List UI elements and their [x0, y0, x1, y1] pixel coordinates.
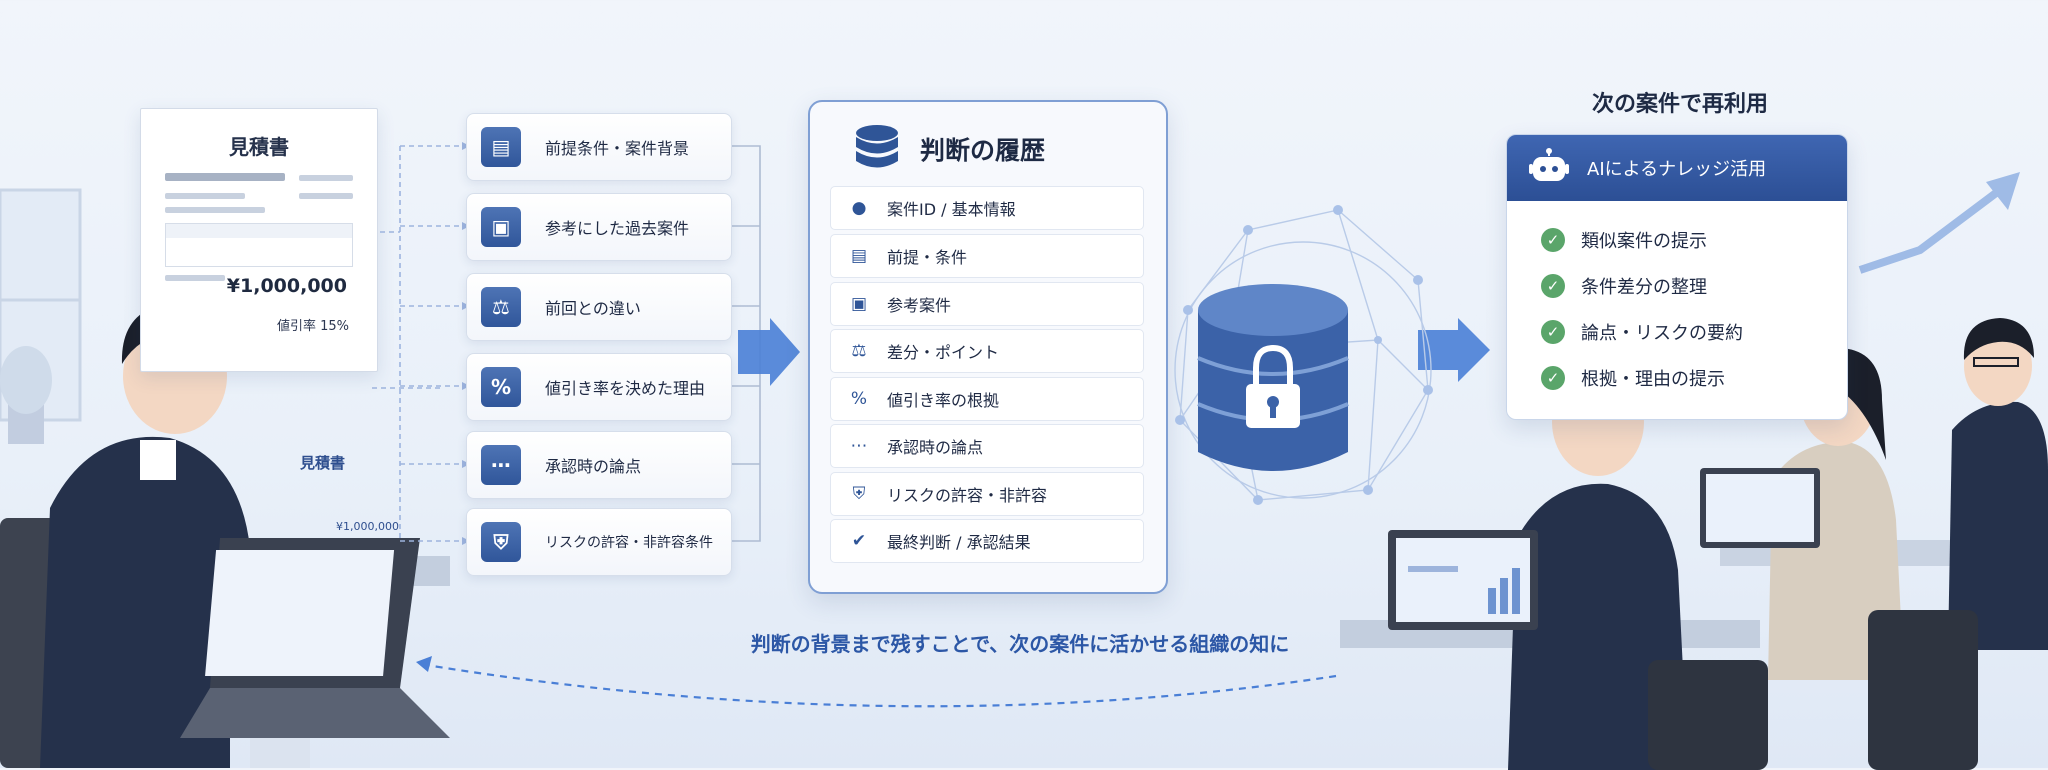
chat-bubble-icon: ⋯ [850, 436, 868, 456]
ai-feature-item: ✓ 類似案件の提示 [1541, 227, 1707, 253]
history-row-label: 案件ID / 基本情報 [887, 200, 1016, 219]
history-header: 判断の履歴 [854, 124, 1045, 174]
decision-history-panel: 判断の履歴 ● 案件ID / 基本情報 ▤ 前提・条件 ▣ 参考案件 ⚖ 差分・ポイント… [808, 100, 1168, 594]
plant-icon [0, 346, 52, 444]
ai-panel-title: AIによるナレッジ活用 [1587, 159, 1767, 180]
text-line [299, 193, 353, 199]
card-risk-conditions: ⛨ リスクの許容・非許容条件 [466, 508, 732, 576]
quote-document: 見積書 ¥1,000,000 値引率 15% [140, 108, 378, 372]
history-row: ▤ 前提・条件 [830, 234, 1144, 278]
person-man-2 [1948, 318, 2048, 650]
quote-amount: ¥1,000,000 [226, 275, 347, 297]
scale-icon: ⚖ [851, 341, 867, 361]
folder-icon: ▣ [850, 294, 868, 314]
ai-feature-label: 論点・リスクの要約 [1581, 323, 1743, 344]
history-row: ⚖ 差分・ポイント [830, 329, 1144, 373]
arrow-right-icon [1418, 318, 1490, 382]
history-row: ✔ 最終判断 / 承認結果 [830, 519, 1144, 563]
reuse-title: 次の案件で再利用 [1591, 92, 1768, 117]
ai-feature-label: 条件差分の整理 [1581, 277, 1707, 298]
chat-bubble-icon: ⋯ [481, 445, 521, 485]
percent-icon: % [481, 367, 521, 407]
ai-knowledge-panel: AIによるナレッジ活用 ✓ 類似案件の提示 ✓ 条件差分の整理 ✓ 論点・リスクの要約… [1506, 134, 1848, 420]
laptop-icon [1700, 468, 1820, 548]
clipboard-icon: ▤ [850, 246, 868, 266]
quote-title: 見積書 [229, 135, 289, 159]
bottom-caption: 判断の背景まで残すことで、次の案件に活かせる組織の知に [750, 632, 1290, 656]
check-circle-icon: ✓ [1541, 366, 1565, 390]
ai-feature-item: ✓ 根拠・理由の提示 [1541, 365, 1725, 391]
growth-arrow-head [1986, 172, 2020, 210]
history-row-label: 差分・ポイント [887, 343, 1000, 362]
growth-arrow [1858, 186, 2003, 274]
ai-feature-label: 根拠・理由の提示 [1581, 369, 1725, 390]
card-label: 前回との違い [545, 299, 641, 318]
card-label: 参考にした過去案件 [545, 219, 690, 238]
text-line [299, 175, 353, 181]
laptop-icon [1388, 530, 1538, 630]
scale-icon: ⚖ [481, 287, 521, 327]
database-icon [856, 125, 898, 168]
check-circle-icon: ✔ [851, 531, 867, 551]
lock-icon [1246, 344, 1300, 428]
team-illustration [1388, 318, 2048, 770]
card-premise: ▤ 前提条件・案件背景 [466, 113, 732, 181]
worker-collar [140, 440, 176, 480]
history-row: ● 案件ID / 基本情報 [830, 186, 1144, 230]
secure-database-globe [1174, 205, 1433, 505]
check-circle-icon: ✓ [1541, 274, 1565, 298]
text-line [165, 207, 265, 213]
history-row: ▣ 参考案件 [830, 282, 1144, 326]
quote-table [165, 223, 353, 267]
card-past-projects: ▣ 参考にした過去案件 [466, 193, 732, 261]
laptop-icon [180, 538, 450, 738]
history-row-label: 最終判断 / 承認結果 [887, 533, 1031, 552]
history-title: 判断の履歴 [920, 136, 1046, 165]
folder-icon: ▣ [481, 207, 521, 247]
text-line [165, 173, 285, 181]
history-row: % 値引き率の根拠 [830, 377, 1144, 421]
check-circle-icon: ✓ [1541, 228, 1565, 252]
return-arrow [419, 662, 1337, 708]
history-row-label: 参考案件 [887, 296, 952, 315]
person-icon: ● [851, 198, 867, 218]
history-row: ⛨ リスクの許容・非許容 [830, 472, 1144, 516]
text-line [165, 193, 245, 199]
check-circle-icon: ✓ [1541, 320, 1565, 344]
shield-icon: ⛨ [852, 484, 866, 504]
card-discount-reason: % 値引き率を決めた理由 [466, 353, 732, 421]
card-label: 値引き率を決めた理由 [545, 379, 706, 398]
ai-feature-item: ✓ 論点・リスクの要約 [1541, 319, 1743, 345]
chair [1648, 660, 1768, 770]
quote-discount: 値引率 15% [276, 319, 349, 334]
history-row-label: 承認時の論点 [887, 438, 984, 457]
card-approval-issues: ⋯ 承認時の論点 [466, 431, 732, 499]
shield-icon: ⛨ [481, 522, 521, 562]
ai-panel-header: AIによるナレッジ活用 [1507, 135, 1847, 201]
return-arrow-head [416, 656, 432, 672]
clipboard-icon: ▤ [481, 127, 521, 167]
history-row-label: 前提・条件 [887, 248, 968, 267]
chair [1868, 610, 1978, 770]
card-label: 前提条件・案件背景 [545, 139, 690, 158]
history-row: ⋯ 承認時の論点 [830, 424, 1144, 468]
laptop-screen-title: 見積書 [300, 454, 346, 472]
database-icon [1197, 284, 1349, 471]
history-row-label: 値引き率の根拠 [887, 391, 1000, 410]
arrow-right-icon [738, 318, 800, 386]
history-row-label: リスクの許容・非許容 [887, 486, 1048, 505]
ai-feature-label: 類似案件の提示 [1581, 231, 1707, 252]
ai-feature-item: ✓ 条件差分の整理 [1541, 273, 1707, 299]
card-label: 承認時の論点 [545, 457, 642, 476]
text-line [165, 275, 225, 281]
card-difference: ⚖ 前回との違い [466, 273, 732, 341]
network-globe [1174, 241, 1432, 499]
card-label: リスクの許容・非許容条件 [545, 535, 713, 551]
percent-icon: % [850, 389, 868, 409]
laptop-screen-amount: ¥1,000,000 [336, 520, 399, 533]
robot-icon [1529, 148, 1569, 181]
